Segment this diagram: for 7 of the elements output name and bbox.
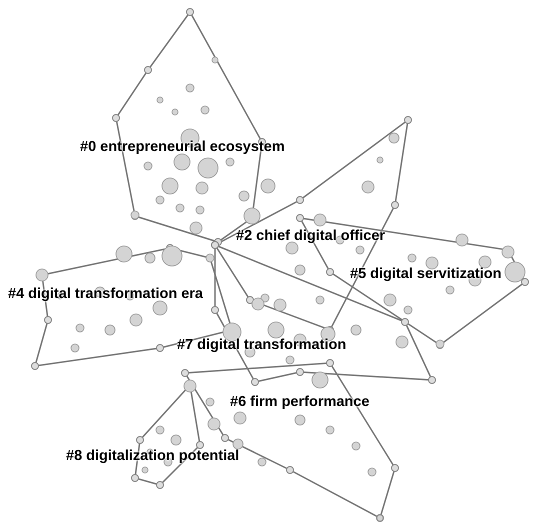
cluster-label: #0 entrepreneurial ecosystem bbox=[80, 139, 285, 156]
cluster-label: #6 firm performance bbox=[230, 394, 370, 411]
cluster-label: #4 digital transformation era bbox=[8, 286, 203, 303]
cluster-label: #7 digital transformation bbox=[177, 337, 346, 354]
cluster-label: #2 chief digital officer bbox=[236, 228, 386, 245]
cluster-label: #5 digital servitization bbox=[350, 266, 502, 283]
cluster-label: #8 digitalization potential bbox=[66, 448, 240, 465]
